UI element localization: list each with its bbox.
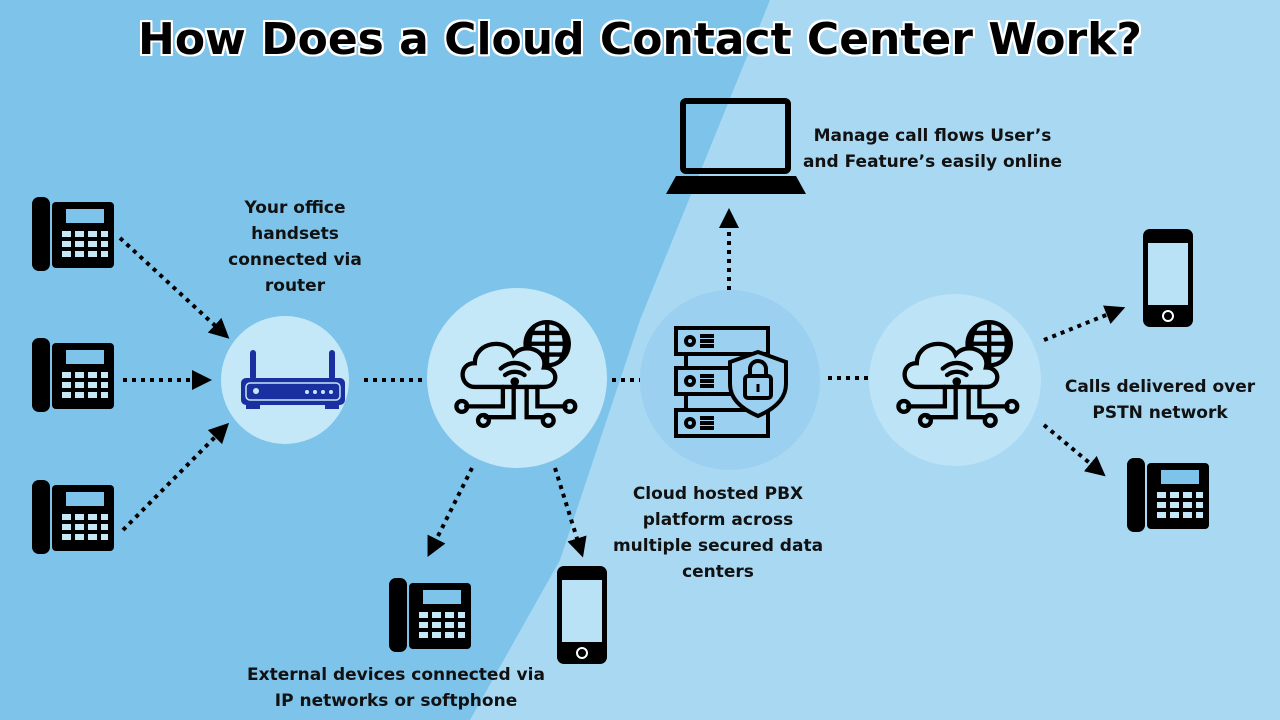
label-line: IP networks or softphone — [274, 691, 518, 711]
pstn-label: Calls delivered over PSTN network — [1055, 374, 1265, 426]
desk-phone-icon — [32, 338, 114, 412]
label-line: Cloud hosted PBX — [632, 484, 804, 504]
label-line: PSTN network — [1092, 403, 1228, 423]
mobile-phone-icon — [557, 566, 607, 664]
desk-phone-icon — [1127, 458, 1209, 532]
connector-lines — [364, 376, 868, 382]
arrow-pstn-deskphone — [1042, 423, 1106, 477]
label-line: handsets — [251, 224, 339, 244]
label-line: platform across — [642, 510, 794, 530]
connector-arrows — [118, 208, 1126, 558]
external-devices-label: External devices connected via IP networ… — [236, 662, 556, 714]
label-line: connected via — [228, 250, 362, 270]
label-line: Calls delivered over — [1064, 377, 1256, 397]
desk-phone-icon — [32, 197, 114, 271]
laptop-icon — [666, 98, 806, 194]
label-line: Your office — [244, 198, 346, 218]
manage-online-label: Manage call flows User’s and Feature’s e… — [795, 123, 1070, 175]
arrow-pstn-mobile — [1043, 305, 1126, 342]
label-line: centers — [682, 562, 754, 582]
arrow-cloud-deskphone — [427, 467, 474, 557]
office-handsets-label: Your office handsets connected via route… — [210, 195, 380, 299]
desk-phone-icon — [32, 480, 114, 554]
desk-phone-icon — [389, 578, 471, 652]
label-line: multiple secured data — [612, 536, 824, 556]
page-title: How Does a Cloud Contact Center Work? — [138, 14, 1142, 65]
label-line: Manage call flows User’s — [813, 126, 1052, 146]
label-line: router — [264, 276, 326, 296]
router-icon — [241, 350, 345, 409]
label-line: External devices connected via — [247, 665, 545, 685]
server-lock-icon — [674, 326, 788, 438]
mobile-phone-icon — [1143, 229, 1193, 327]
arrow-phone3-router — [121, 422, 230, 532]
arrow-phone1-router — [118, 236, 230, 339]
label-line: and Feature’s easily online — [802, 152, 1063, 172]
pbx-label: Cloud hosted PBX platform across multipl… — [608, 481, 828, 585]
